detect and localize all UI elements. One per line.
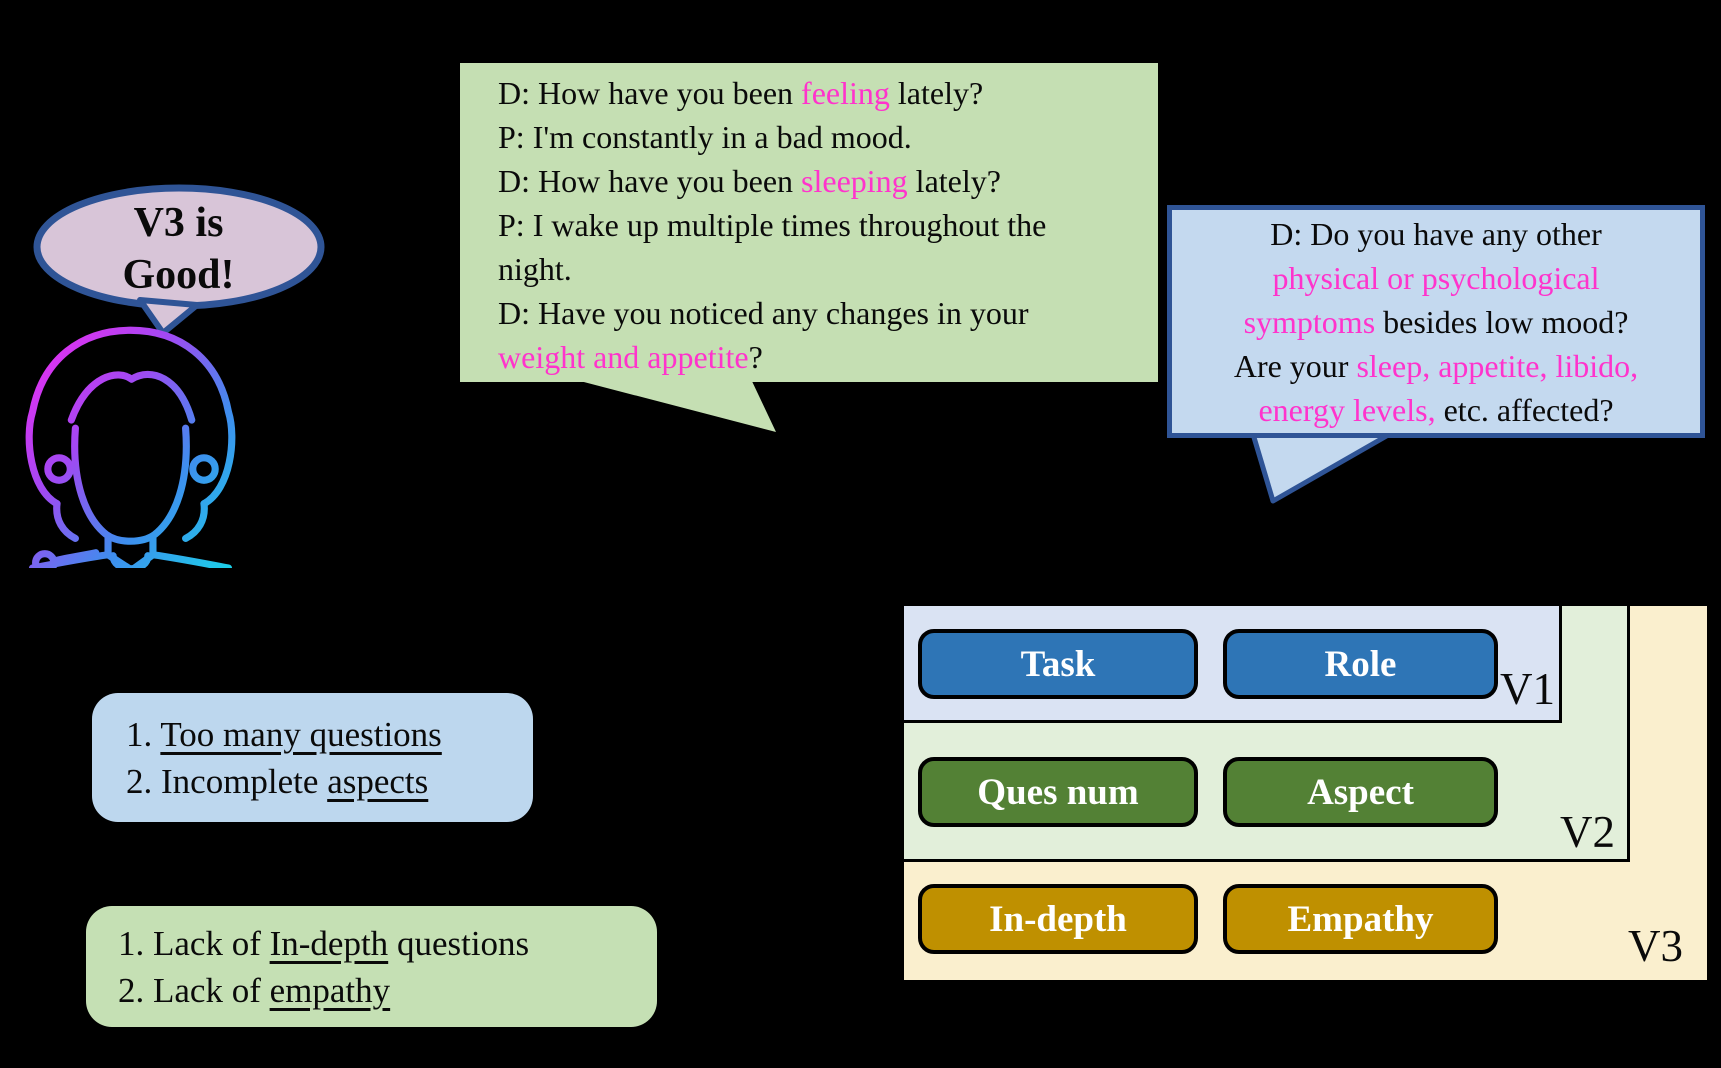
dialogue-line: P: I'm constantly in a bad mood. <box>498 119 912 155</box>
dialogue-text: lately? <box>889 75 984 111</box>
avatar-stethoscope-bell <box>32 550 58 568</box>
avatar-hair-right-lock <box>182 500 208 542</box>
dialogue-highlight: sleep, appetite, libido, <box>1356 347 1639 384</box>
dialogue-line: D: Do you have any other <box>1270 215 1602 252</box>
prompt-chip-aspect: Aspect <box>1223 757 1498 827</box>
dialogue-line: D: How have you been sleeping lately? <box>498 159 1138 203</box>
critique-text: questions <box>388 923 530 963</box>
avatar-left-ear <box>44 454 74 484</box>
dialogue-highlight: energy levels, <box>1258 391 1436 428</box>
thought-bubble-shape <box>33 184 325 336</box>
dialogue-text: besides low mood? <box>1375 303 1629 340</box>
version-label-v3: V3 <box>1628 921 1683 971</box>
dialogue-line: symptoms besides low mood? <box>1172 300 1700 344</box>
dialogue-line: P: I wake up multiple times throughout t… <box>498 207 1047 243</box>
dialogue-text: etc. affected? <box>1435 391 1614 428</box>
avatar-face <box>71 424 190 545</box>
critique-text: 1. <box>126 714 161 754</box>
doctor-avatar-icon <box>25 326 236 568</box>
dialogue-bubble-green-tail <box>580 381 776 432</box>
version-label-v2: V2 <box>1560 807 1615 857</box>
version-label-v1: V1 <box>1500 664 1555 714</box>
dialogue-line: D: Have you noticed any changes in your <box>498 295 1029 331</box>
prompt-chip-empathy: Empathy <box>1223 884 1498 954</box>
avatar-hair-outline <box>25 326 236 508</box>
critique-underlined-text: empathy <box>269 970 391 1010</box>
avatar-fringe <box>67 370 196 424</box>
critique-line: 1. Lack of In-depth questions <box>118 920 657 967</box>
dialogue-bubble-blue-tail <box>1250 431 1393 504</box>
critique-text: 1. Lack of <box>118 923 270 963</box>
critique-underlined-text: Too many questions <box>160 714 442 754</box>
thought-bubble-tail <box>137 297 200 336</box>
dialogue-line: energy levels, etc. affected? <box>1172 388 1700 432</box>
prompt-chip-in-depth: In-depth <box>918 884 1198 954</box>
critique-text: 2. Lack of <box>118 970 270 1010</box>
critique-underlined-text: In-depth <box>269 923 389 963</box>
prompt-chip-role: Role <box>1223 629 1498 699</box>
dialogue-line: D: How have you been feeling lately? <box>498 71 1138 115</box>
dialogue-highlight: symptoms <box>1243 303 1376 340</box>
dialogue-bubble-green: D: How have you been feeling lately? P: … <box>460 63 1158 382</box>
dialogue-highlight: weight and appetite <box>498 339 749 375</box>
critique-note-blue: 1. Too many questions 2. Incomplete aspe… <box>92 693 533 822</box>
critique-line: 2. Lack of empathy <box>118 967 657 1014</box>
critique-underlined-text: aspects <box>327 761 429 801</box>
thought-bubble-text: V3 is Good! <box>35 194 322 304</box>
dialogue-bubble-blue: D: Do you have any other physical or psy… <box>1167 205 1705 438</box>
dialogue-highlight: physical or psychological <box>1272 259 1600 296</box>
avatar-stethoscope-tube <box>109 552 152 568</box>
critique-line: 2. Incomplete aspects <box>126 758 533 805</box>
dialogue-text: D: How have you been <box>498 163 802 199</box>
avatar-right-ear <box>189 454 219 484</box>
dialogue-line: Are your sleep, appetite, libido, <box>1172 344 1700 388</box>
prompt-chip-task: Task <box>918 629 1198 699</box>
critique-line: 1. Too many questions <box>126 711 533 758</box>
dialogue-highlight: feeling <box>801 75 890 111</box>
dialogue-text: lately? <box>907 163 1001 199</box>
prompt-chip-ques-num: Ques num <box>918 757 1198 827</box>
dialogue-text: D: How have you been <box>498 75 802 111</box>
critique-note-green: 1. Lack of In-depth questions 2. Lack of… <box>86 906 657 1027</box>
dialogue-line: night. <box>498 251 572 287</box>
avatar-right-shoulder <box>149 551 233 568</box>
avatar-hair-left-lock <box>53 500 79 542</box>
thought-line-1: V3 is <box>133 200 224 246</box>
dialogue-line: weight and appetite? <box>498 335 1138 379</box>
dialogue-highlight: sleeping <box>801 163 908 199</box>
dialogue-text: Are your <box>1233 347 1357 384</box>
critique-text: 2. Incomplete <box>126 761 328 801</box>
dialogue-text: ? <box>748 339 763 375</box>
thought-line-2: Good! <box>122 252 235 298</box>
